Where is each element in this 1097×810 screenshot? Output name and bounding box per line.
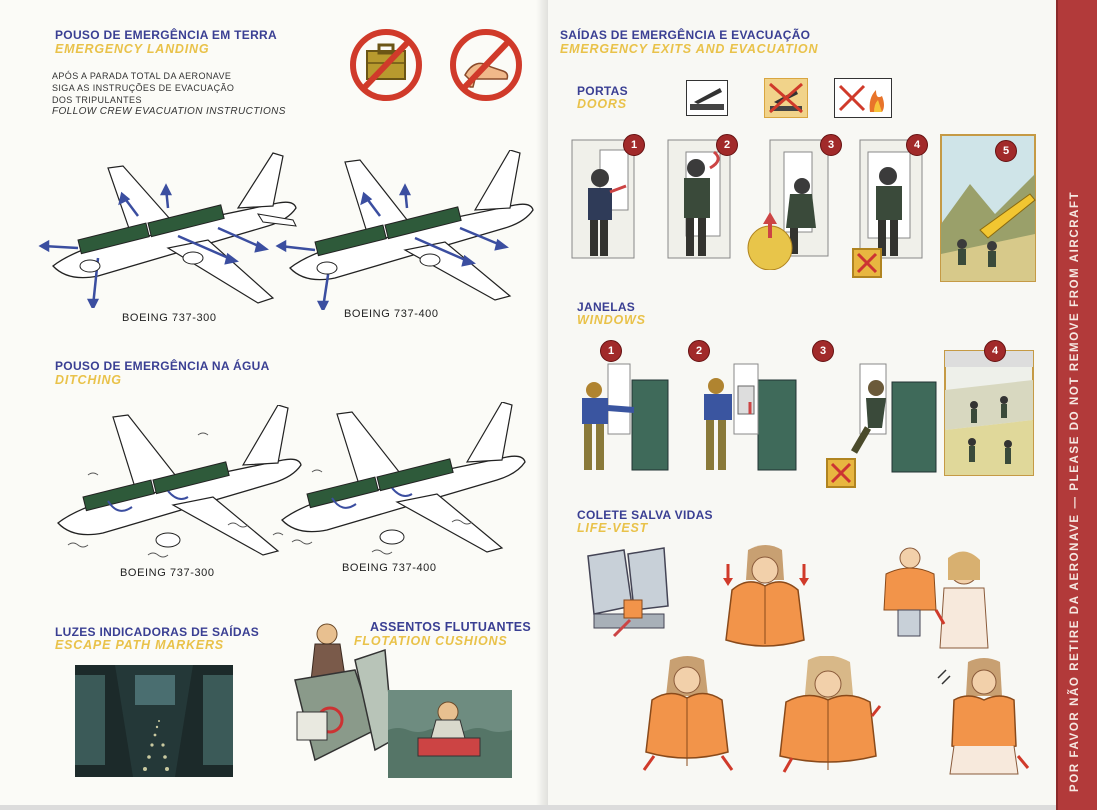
lifevest-adjust-straps-illustration [779,656,882,773]
boeing-737-400-ditching-diagram [281,402,526,555]
plane-caption-water-300: BOEING 737-300 [120,567,215,579]
lifevest-title-en: LIFE-VEST [577,521,649,535]
door-step-5-badge: 5 [995,140,1017,162]
plane-caption-water-400: BOEING 737-400 [342,562,437,574]
ditching-title-en: DITCHING [55,373,122,387]
window-step-3-badge: 3 [812,340,834,362]
door-step-3-illustration [747,139,829,270]
escape-path-markers-photo [75,665,233,777]
boeing-737-300-ditching-diagram [57,405,302,558]
exits-title-pt: SAÍDAS DE EMERGÊNCIA E EVACUAÇÃO [560,28,811,42]
windows-title-en: WINDOWS [577,313,646,327]
do-not-remove-notice: POR FAVOR NÃO RETIRE DA AERONAVE — PLEAS… [1069,190,1081,792]
window-step-4-wing-exit-illustration [944,350,1034,476]
plane-caption-land-300: BOEING 737-300 [122,312,217,324]
lifevest-child-illustration [883,547,989,649]
door-step-3-badge: 3 [820,134,842,156]
window-step-2-illustration [704,363,797,471]
window-step-4-badge: 4 [984,340,1006,362]
lifevest-tie-straps-illustration [642,656,734,771]
door-step-2-badge: 2 [716,134,738,156]
flotation-title-en: FLOTATION CUSHIONS [354,634,508,648]
flotation-cushion-removal-illustration [294,623,394,762]
emergency-landing-title-pt: POUSO DE EMERGÊNCIA EM TERRA [55,28,277,42]
boeing-737-300-land-evacuation-diagram [38,152,297,308]
doors-title-en: DOORS [577,97,627,111]
emergency-landing-title-en: EMERGENCY LANDING [55,42,210,56]
instruction-pt-line-3: DOS TRIPULANTES [52,95,142,105]
exits-title-en: EMERGENCY EXITS AND EVACUATION [560,42,819,56]
blocked-slide-icon [764,78,808,118]
windows-title-pt: JANELAS [577,300,636,314]
red-side-strip [1056,0,1097,810]
flotation-cushion-water-illustration [388,690,512,778]
slide-icon [686,80,728,116]
instruction-pt-line-1: APÓS A PARADA TOTAL DA AERONAVE [52,71,232,81]
window-step-1-illustration [582,363,669,471]
fire-blocked-icon [834,78,892,118]
door-step-2-illustration [667,139,731,259]
lifevest-under-seat-illustration [587,547,669,638]
escape-path-title-en: ESCAPE PATH MARKERS [55,638,224,652]
flotation-title-pt: ASSENTOS FLUTUANTES [370,620,532,634]
left-page: POUSO DE EMERGÊNCIA EM TERRA EMERGENCY L… [0,0,548,805]
right-page: SAÍDAS DE EMERGÊNCIA E EVACUAÇÃO EMERGEN… [548,0,1056,805]
lifevest-over-head-illustration [723,545,809,647]
door-step-4-illustration [859,139,923,259]
window-step-1-badge: 1 [600,340,622,362]
window-step-3-illustration [850,363,937,473]
ditching-title-pt: POUSO DE EMERGÊNCIA NA ÁGUA [55,359,270,373]
instruction-en: FOLLOW CREW EVACUATION INSTRUCTIONS [52,106,286,117]
lifevest-inflate-illustration [937,658,1030,775]
window-step-3-blocked-icon [826,458,856,488]
door-step-1-illustration [571,139,635,259]
no-high-heels-icon [450,29,522,101]
doors-title-pt: PORTAS [577,84,628,98]
door-step-1-badge: 1 [623,134,645,156]
escape-path-title-pt: LUZES INDICADORAS DE SAÍDAS [55,625,260,639]
boeing-737-400-land-evacuation-diagram [275,150,534,310]
no-baggage-icon [350,29,422,101]
instruction-pt-line-2: SIGA AS INSTRUÇÕES DE EVACUAÇÃO [52,83,235,93]
window-step-2-badge: 2 [688,340,710,362]
door-step-4-badge: 4 [906,134,928,156]
door-step-5-slide-illustration [940,134,1036,282]
lifevest-title-pt: COLETE SALVA VIDAS [577,508,713,522]
plane-caption-land-400: BOEING 737-400 [344,308,439,320]
door-step-4-blocked-icon [852,248,882,278]
